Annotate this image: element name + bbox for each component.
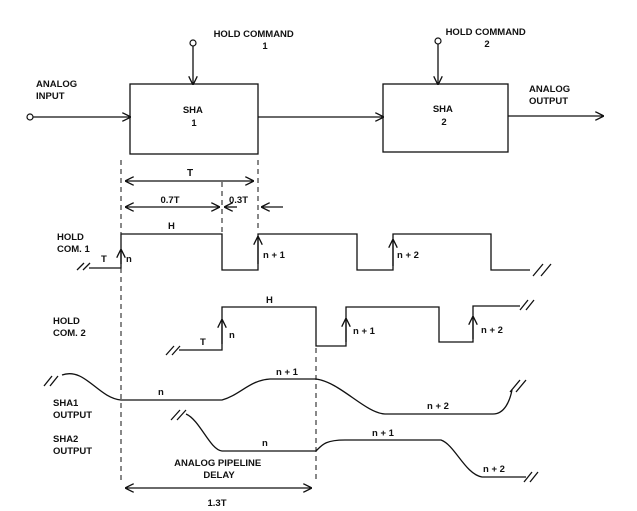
hold-com-2-signal <box>179 305 520 351</box>
break-mark <box>532 263 552 277</box>
pipeline-delay-label: ANALOG PIPELINE DELAY <box>174 458 264 481</box>
n1-label: n + 1 <box>276 367 299 378</box>
hold-com-2-waveform: HOLD COM. 2 T n H n + 1 n + 2 <box>53 295 535 356</box>
analog-input-label: ANALOG INPUT <box>36 79 80 102</box>
timing-dimensions: T 0.7T 0.3T ANALOG PIPELINE DELAY 1.3T <box>120 160 317 509</box>
block-diagram: ANALOG INPUT SHA 1 HOLD COMMAND 1 SHA 2 … <box>26 27 603 155</box>
n1-label: n + 1 <box>353 326 376 337</box>
hold-com-2-label: HOLD COM. 2 <box>53 316 86 339</box>
t-label: T <box>101 254 107 265</box>
sha2-block-label: SHA 2 <box>433 104 455 128</box>
hold-command-2-terminal <box>434 37 442 45</box>
label-07t: 0.7T <box>160 195 179 206</box>
sha1-output-label: SHA1 OUTPUT <box>53 398 92 421</box>
n-label: n <box>126 254 132 265</box>
label-03t: 0.3T <box>229 195 248 206</box>
t-label: T <box>200 337 206 348</box>
hold-com-1-signal <box>89 233 530 271</box>
sha1-output-waveform: SHA1 OUTPUT n n + 1 n + 2 <box>43 367 527 421</box>
break-mark <box>519 299 535 311</box>
hold-command-2-label: HOLD COMMAND 2 <box>446 27 529 50</box>
n2-label: n + 2 <box>483 464 505 475</box>
n2-label: n + 2 <box>397 250 419 261</box>
h-label: H <box>266 295 273 306</box>
sha2-output-waveform: SHA2 OUTPUT n n + 1 n + 2 <box>53 409 539 483</box>
hold-com-1-label: HOLD COM. 1 <box>57 232 90 255</box>
break-mark <box>165 345 181 356</box>
sha1-block-label: SHA 1 <box>183 105 205 129</box>
n-label: n <box>158 387 164 398</box>
sha1-output-signal <box>61 373 513 415</box>
n-label: n <box>262 438 268 449</box>
pipeline-delay-value: 1.3T <box>207 498 226 509</box>
sha2-block <box>382 83 509 153</box>
n2-label: n + 2 <box>427 401 449 412</box>
h-label: H <box>168 221 175 232</box>
break-mark <box>43 375 59 387</box>
hold-com-1-waveform: HOLD COM. 1 T n H n + 1 n + 2 <box>57 221 552 277</box>
hold-command-1-label: HOLD COMMAND 1 <box>214 29 297 52</box>
break-mark <box>509 379 527 393</box>
period-t-label: T <box>187 168 193 179</box>
n2-label: n + 2 <box>481 325 503 336</box>
input-terminal <box>26 113 34 121</box>
sha2-output-signal <box>185 413 526 478</box>
n1-label: n + 1 <box>372 428 395 439</box>
sha2-output-label: SHA2 OUTPUT <box>53 434 92 457</box>
break-mark <box>170 409 187 421</box>
break-mark <box>523 471 539 483</box>
n1-label: n + 1 <box>263 250 286 261</box>
hold-command-1-terminal <box>189 39 197 47</box>
analog-output-label: ANALOG OUTPUT <box>529 84 573 107</box>
n-label: n <box>229 330 235 341</box>
break-mark <box>76 262 91 271</box>
